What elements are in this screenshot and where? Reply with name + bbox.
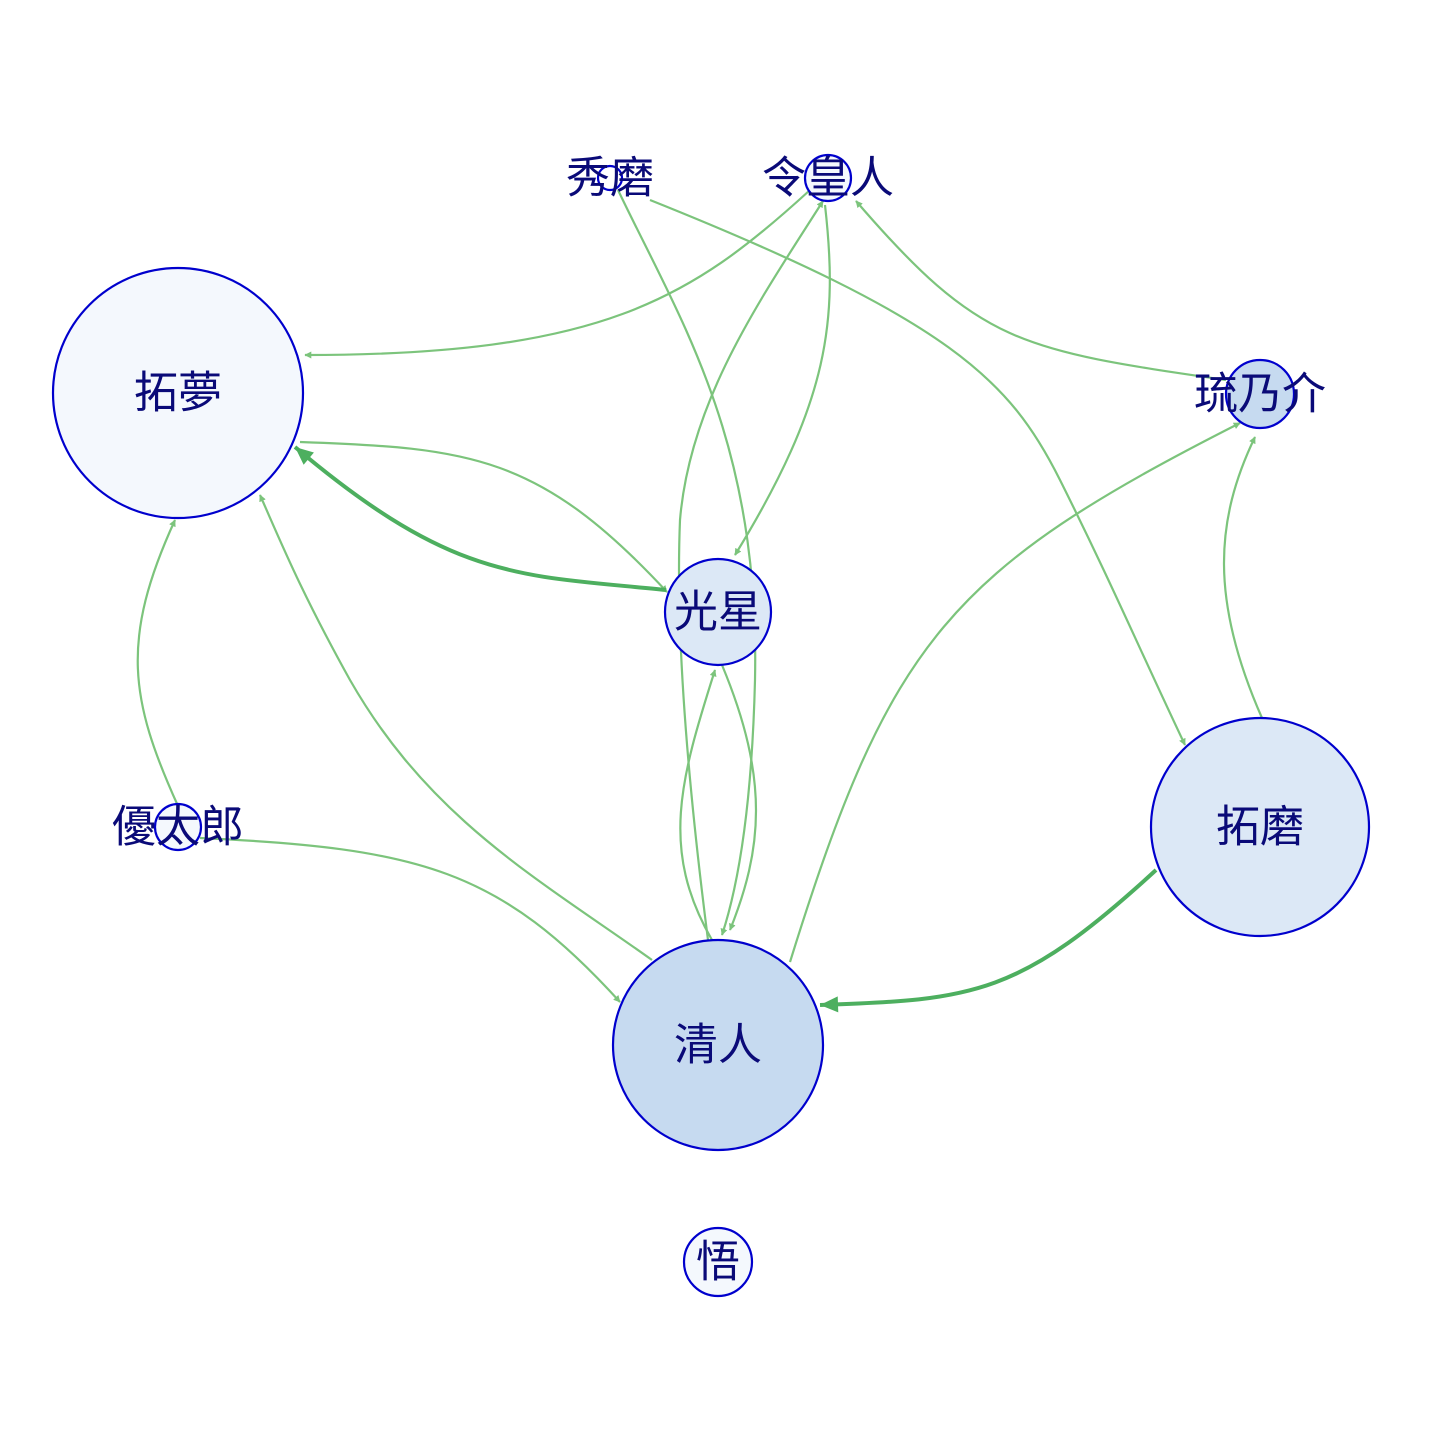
node-yutaro: 優太郎: [112, 802, 244, 853]
node-kiyoto: 清人: [611, 938, 825, 1152]
edge-takumu-to-kosei: [299, 440, 668, 593]
node-circle-rinosuke: [1224, 358, 1296, 430]
node-circle-shuma: [596, 164, 624, 192]
arrowhead-takuma-to-kiyoto: [820, 996, 839, 1013]
node-takumu: 拓夢: [51, 266, 305, 520]
edge-kosei-to-takumu: [293, 445, 667, 592]
edge-yutaro-to-takumu: [136, 519, 180, 807]
edges-layer: [136, 189, 1264, 1013]
node-label-reiojin: 令皇人: [762, 153, 894, 204]
edge-kiyoto-to-kosei: [679, 669, 717, 941]
node-circle-takumu: [51, 266, 305, 520]
node-reiojin: 令皇人: [762, 153, 894, 204]
edge-rinosuke-to-reiojin: [855, 200, 1227, 382]
node-rinosuke: 琉乃介: [1194, 358, 1326, 430]
node-label-kiyoto: 清人: [674, 1020, 762, 1071]
node-circle-yutaro: [153, 802, 203, 852]
edge-kiyoto-to-takumu: [258, 494, 653, 961]
node-kosei: 光星: [663, 557, 773, 667]
node-circle-kosei: [663, 557, 773, 667]
node-label-rinosuke: 琉乃介: [1194, 369, 1326, 420]
node-label-satoru: 悟: [696, 1237, 740, 1288]
edge-kiyoto-to-rinosuke: [788, 422, 1241, 963]
edge-shuma-to-takuma: [649, 198, 1186, 746]
edge-takuma-to-kiyoto: [819, 868, 1158, 1007]
edge-reiojin-to-takumu: [304, 189, 811, 359]
edge-reiojin-to-kosei: [734, 204, 831, 556]
edge-kiyoto-to-reiojin: [677, 200, 824, 941]
node-label-kosei: 光星: [674, 587, 762, 638]
edge-kosei-to-kiyoto: [720, 664, 757, 931]
node-satoru: 悟: [682, 1226, 754, 1298]
node-label-shuma: 秀磨: [566, 153, 654, 204]
node-shuma: 秀磨: [566, 153, 654, 204]
node-label-takumu: 拓夢: [134, 368, 222, 419]
edge-yutaro-to-kiyoto: [199, 836, 621, 1003]
edge-takuma-to-rinosuke: [1222, 436, 1264, 719]
node-circle-takuma: [1149, 716, 1371, 938]
node-circle-kiyoto: [611, 938, 825, 1152]
node-label-takuma: 拓磨: [1216, 802, 1304, 853]
node-label-yutaro: 優太郎: [112, 802, 244, 853]
arrowhead-kosei-to-takumu: [295, 447, 314, 465]
node-circle-reiojin: [803, 153, 853, 203]
node-circle-satoru: [682, 1226, 754, 1298]
node-takuma: 拓磨: [1149, 716, 1371, 938]
